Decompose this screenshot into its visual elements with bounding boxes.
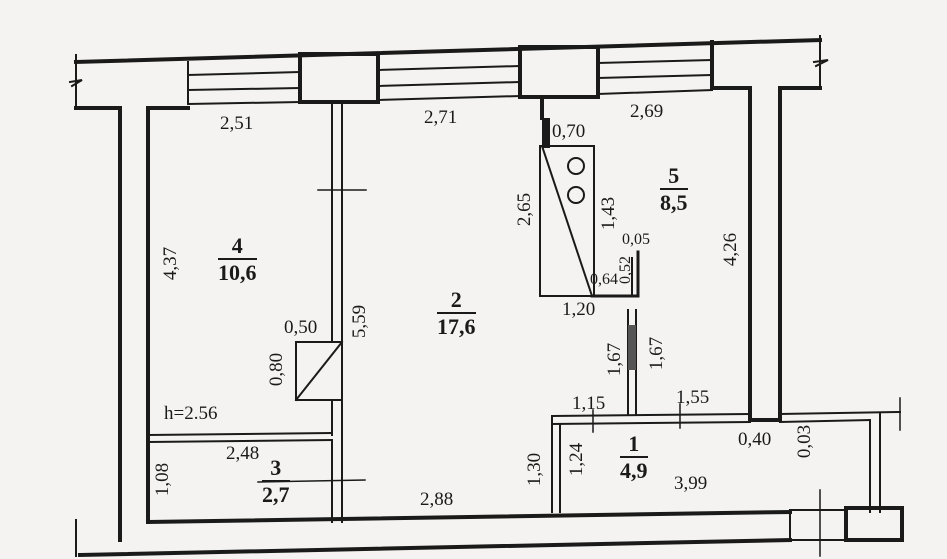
dim-kitchen-counter-len: 2,65 bbox=[514, 192, 536, 227]
dim-partition-right: 1,67 bbox=[646, 336, 668, 371]
room-1-label: 1 4,9 bbox=[620, 432, 648, 482]
dim-top-room5: 2,69 bbox=[630, 101, 664, 122]
dim-room2-height: 5,59 bbox=[349, 304, 371, 339]
room-number: 3 bbox=[262, 456, 290, 483]
room-number: 2 bbox=[437, 288, 476, 315]
room-area: 2,7 bbox=[262, 482, 290, 508]
dim-room2-bottom: 2,88 bbox=[420, 489, 454, 510]
room-5-label: 5 8,5 bbox=[660, 164, 688, 214]
dim-hall-height-outer: 1,30 bbox=[524, 452, 546, 487]
dim-hall-length: 3,99 bbox=[674, 473, 708, 494]
dim-hall-right-seg: 1,55 bbox=[676, 387, 710, 408]
room-area: 17,6 bbox=[437, 314, 476, 340]
dim-room5-height: 4,26 bbox=[720, 232, 742, 267]
dim-wall-offset: 0,03 bbox=[794, 424, 816, 459]
dim-top-room4: 2,51 bbox=[220, 113, 254, 134]
dim-kitchen-bottom: 1,20 bbox=[562, 299, 596, 320]
dim-kitchen-stove-len: 1,43 bbox=[598, 196, 620, 231]
dim-room3-height: 1,08 bbox=[152, 462, 174, 497]
dim-room4-height: 4,37 bbox=[160, 246, 182, 281]
room-2-label: 2 17,6 bbox=[437, 288, 476, 338]
room-number: 1 bbox=[620, 432, 648, 459]
dim-partition-len: 0,52 bbox=[617, 256, 634, 284]
dim-hall-height-inner: 1,24 bbox=[566, 442, 588, 477]
dim-kitchen-notch: 0,64 bbox=[590, 271, 618, 288]
dim-top-room2: 2,71 bbox=[424, 107, 458, 128]
dim-room3-width: 2,48 bbox=[226, 443, 260, 464]
dim-partition-thick: 0,05 bbox=[622, 231, 650, 248]
room-4-label: 4 10,6 bbox=[218, 234, 257, 284]
room-number: 4 bbox=[218, 234, 257, 261]
dim-partition-left: 1,67 bbox=[604, 342, 626, 377]
dim-hall-left-seg: 1,15 bbox=[572, 393, 606, 414]
room-3-label: 3 2,7 bbox=[262, 456, 290, 506]
dim-closet-depth: 0,80 bbox=[266, 352, 288, 387]
dim-closet-width: 0,50 bbox=[284, 317, 318, 338]
room-area: 4,9 bbox=[620, 458, 648, 484]
dim-column-width: 0,40 bbox=[738, 429, 772, 450]
room-area: 10,6 bbox=[218, 260, 257, 286]
room-area: 8,5 bbox=[660, 190, 688, 216]
ceiling-height: h=2.56 bbox=[164, 403, 218, 424]
dim-kitchen-counter-top: 0,70 bbox=[552, 121, 586, 142]
room-number: 5 bbox=[660, 164, 688, 191]
